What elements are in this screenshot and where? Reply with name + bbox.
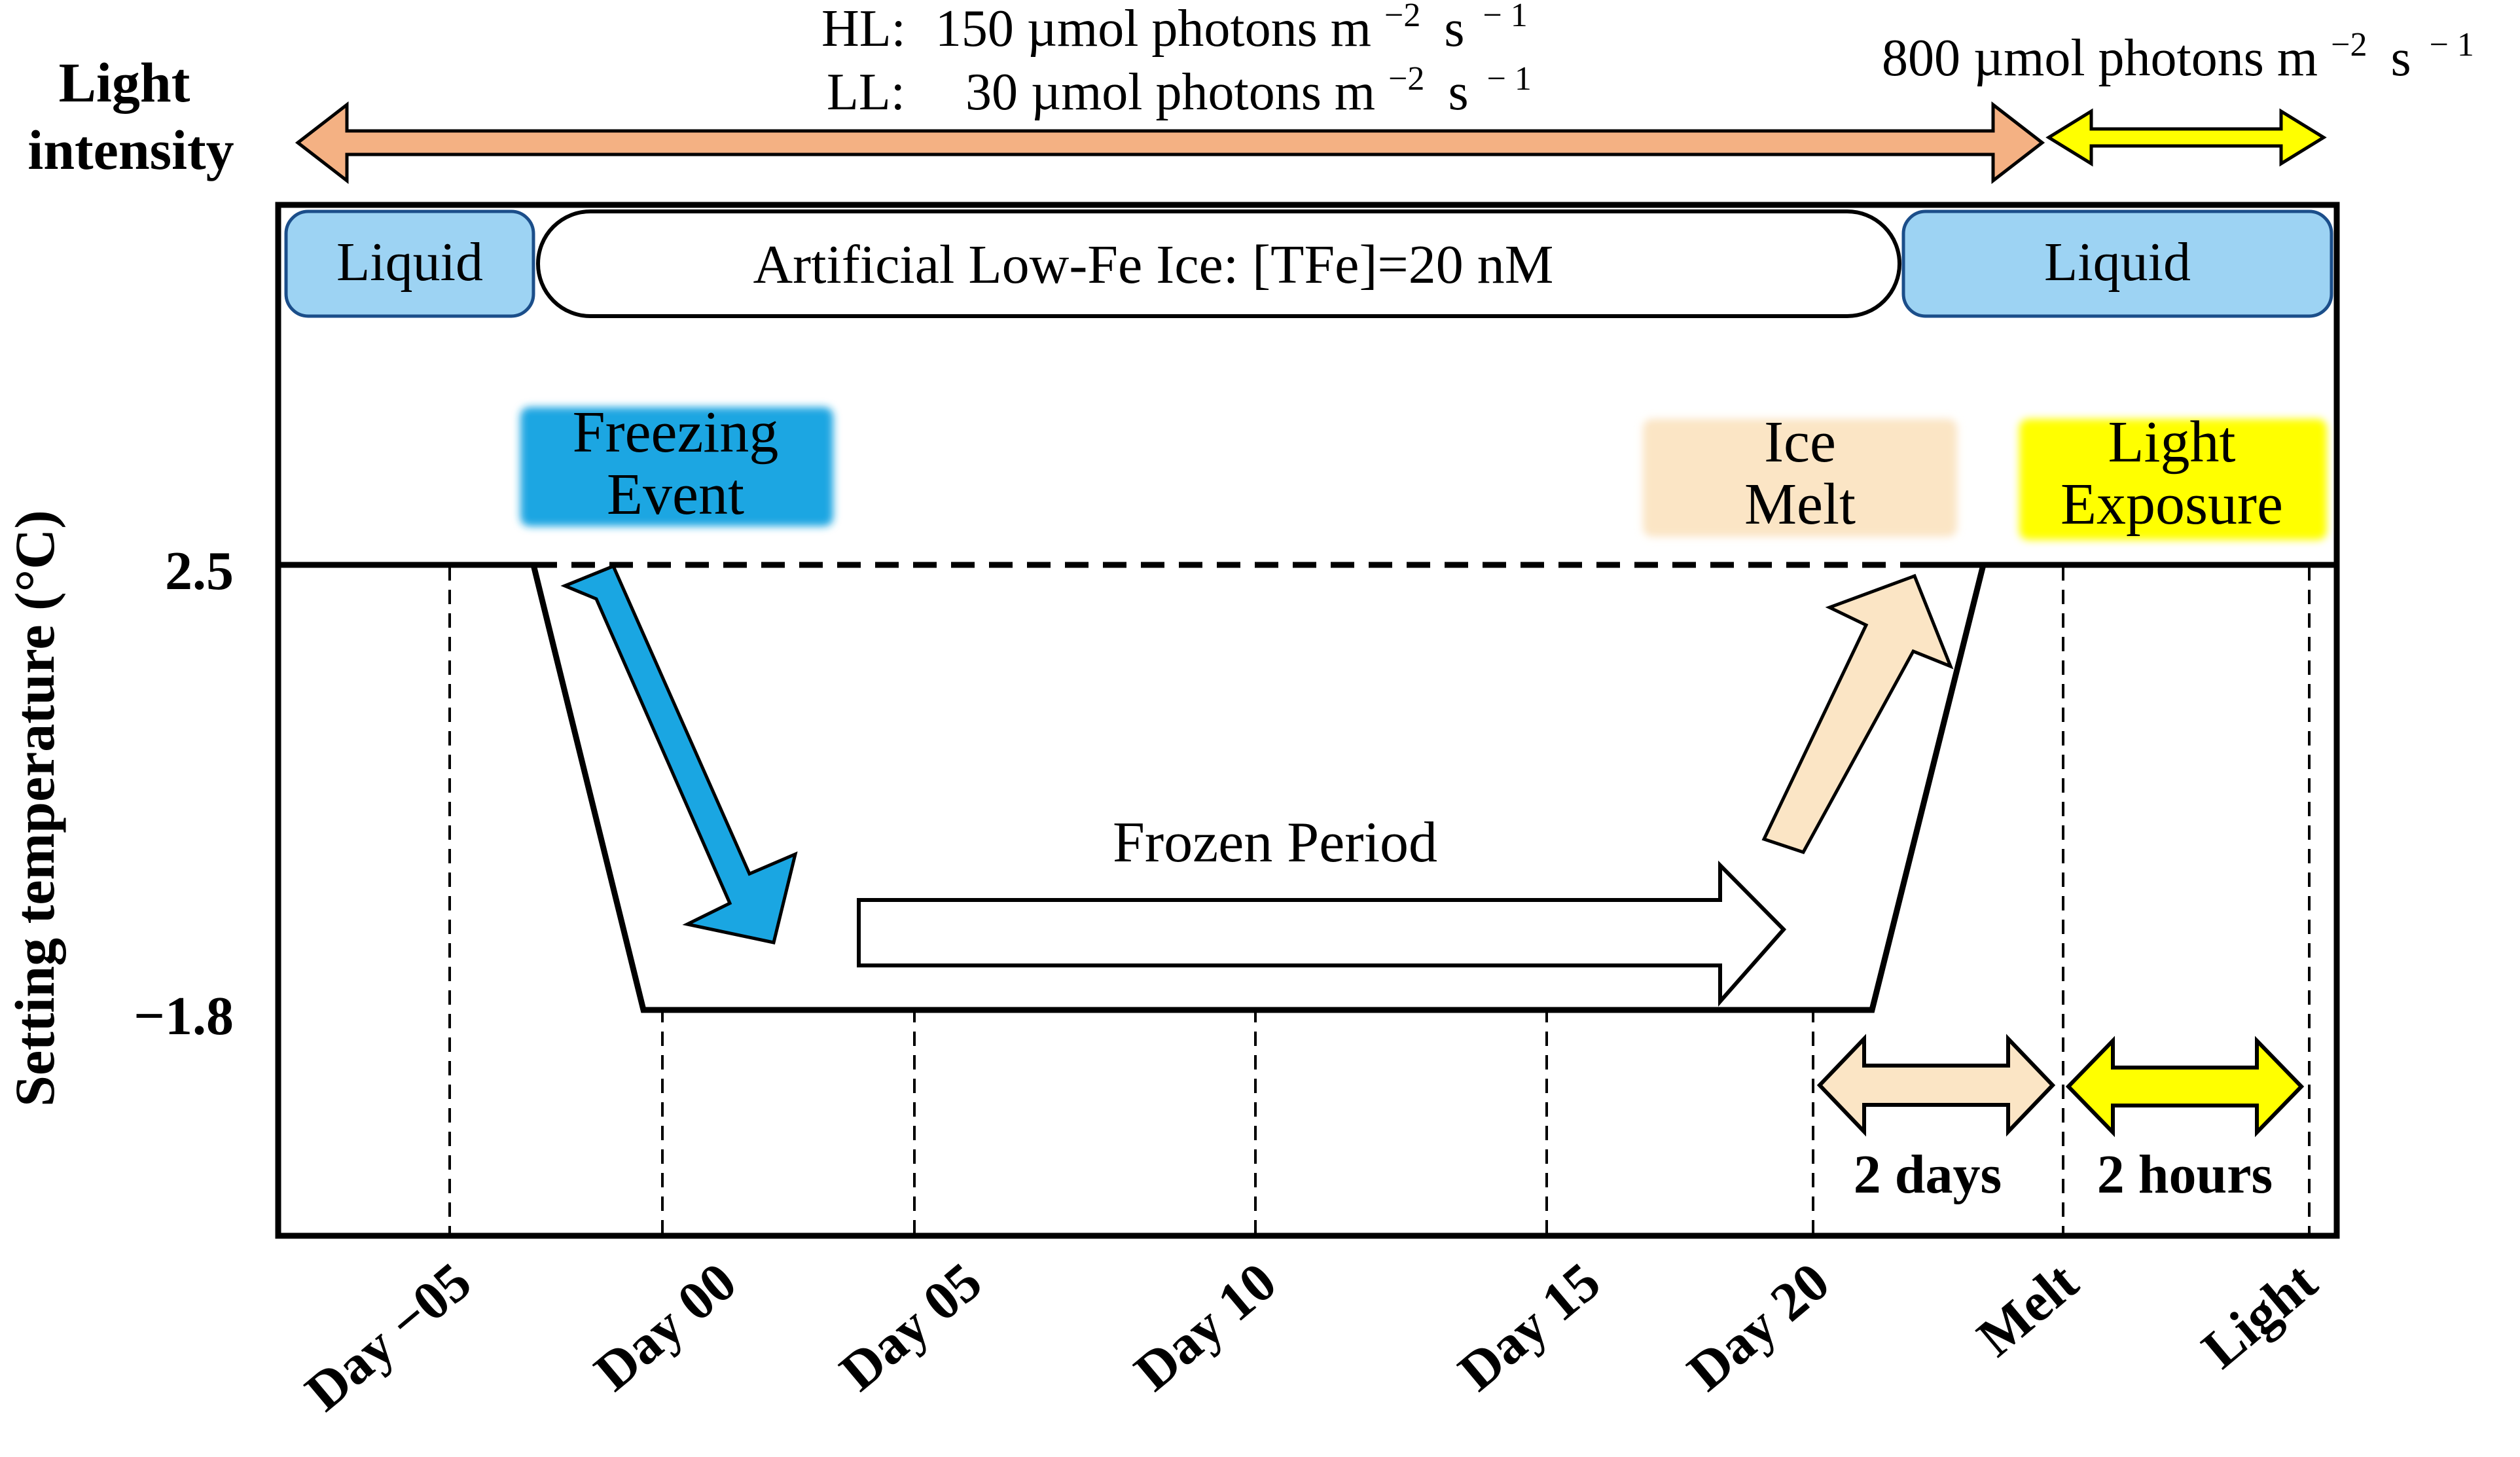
freezing-event-label-line2: Event [607,462,744,527]
hl-label: HL: [821,0,906,58]
x-tick-day-15: Day 15 [1447,1251,1611,1403]
x-tick-melt: Melt [1966,1251,2089,1368]
liquid-start-phase [284,209,535,318]
frozen-period-label: Frozen Period [1113,811,1437,874]
ice-melt-label-line2: Melt [1744,472,1856,537]
y-axis-label: Setting temperature (°C) [3,510,66,1107]
ll-unit-s: s [1448,63,1468,121]
hl-unit-exp-s: − 1 [1483,0,1527,34]
artificial-ice-label: Artificial Low-Fe Ice: [TFe]=20 nM [753,234,1553,295]
x-tick-day-05: Day 05 [829,1251,993,1403]
high-value: 800 µmol photons m [1882,29,2318,87]
frozen-period-arrow [857,860,1787,1007]
hl-unit-exp-m: −2 [1384,0,1420,34]
high-unit-exp-m: −2 [2331,26,2367,63]
artificial-ice-phase [536,209,1901,318]
light-exposure-label-line1: Light [2108,410,2236,475]
exposure-light-double-arrow [2045,108,2327,167]
ll-label: LL: [827,63,905,121]
x-tick-light: Light [2191,1251,2328,1380]
liquid-start-label: Liquid [336,232,483,293]
y-tick-minus-1-8: −1.8 [134,986,234,1047]
light-exposure-label-line2: Exposure [2061,472,2283,537]
x-gridlines [448,566,2311,1236]
diagram-frame [275,202,2340,1239]
hl-intensity-text: HL: 150 µmol photons m −2 s − 1 [821,0,1528,58]
ll-unit-exp-m: −2 [1388,60,1424,98]
high-unit-s: s [2390,29,2411,87]
x-tick-day-minus-05: Day −05 [295,1251,483,1422]
ice-melt-arrow [1761,573,1954,855]
liquid-end-label: Liquid [2044,232,2191,293]
liquid-end-phase [1901,209,2333,318]
ll-value: 30 µmol photons m [965,63,1375,121]
freezing-event-label-line1: Freezing [573,400,779,465]
x-tick-day-00: Day 00 [583,1251,747,1403]
melt-duration-label: 2 days [1854,1144,2002,1205]
light-intensity-label-line2: intensity [27,118,234,181]
freezing-arrow [560,564,798,944]
ice-melt-box [1643,419,1957,537]
x-tick-labels: Day −05 Day 00 Day 05 Day 10 Day 15 Day … [295,1251,2329,1423]
ll-unit-exp-s: − 1 [1487,60,1532,98]
melt-duration-double-arrow [1816,1034,2056,1137]
hl-unit-s: s [1444,0,1464,58]
high-unit-exp-s: − 1 [2430,26,2474,63]
exposure-duration-label: 2 hours [2097,1144,2273,1205]
y-tick-2-5: 2.5 [165,541,234,602]
exposure-duration-double-arrow [2065,1035,2305,1138]
x-tick-day-10: Day 10 [1123,1251,1287,1403]
hl-value: 150 µmol photons m [935,0,1371,58]
x-tick-day-20: Day 20 [1676,1251,1841,1403]
ice-melt-label-line1: Ice [1764,410,1836,475]
main-light-double-arrow [295,101,2045,185]
freezing-event-box [520,407,833,526]
ll-intensity-text: LL: 30 µmol photons m −2 s − 1 [827,44,1532,121]
temperature-profile-trough [530,564,1987,1013]
light-exposure-box [2019,419,2327,540]
high-intensity-text: 800 µmol photons m −2 s − 1 [1882,10,2474,87]
light-intensity-label-line1: Light [59,51,190,114]
